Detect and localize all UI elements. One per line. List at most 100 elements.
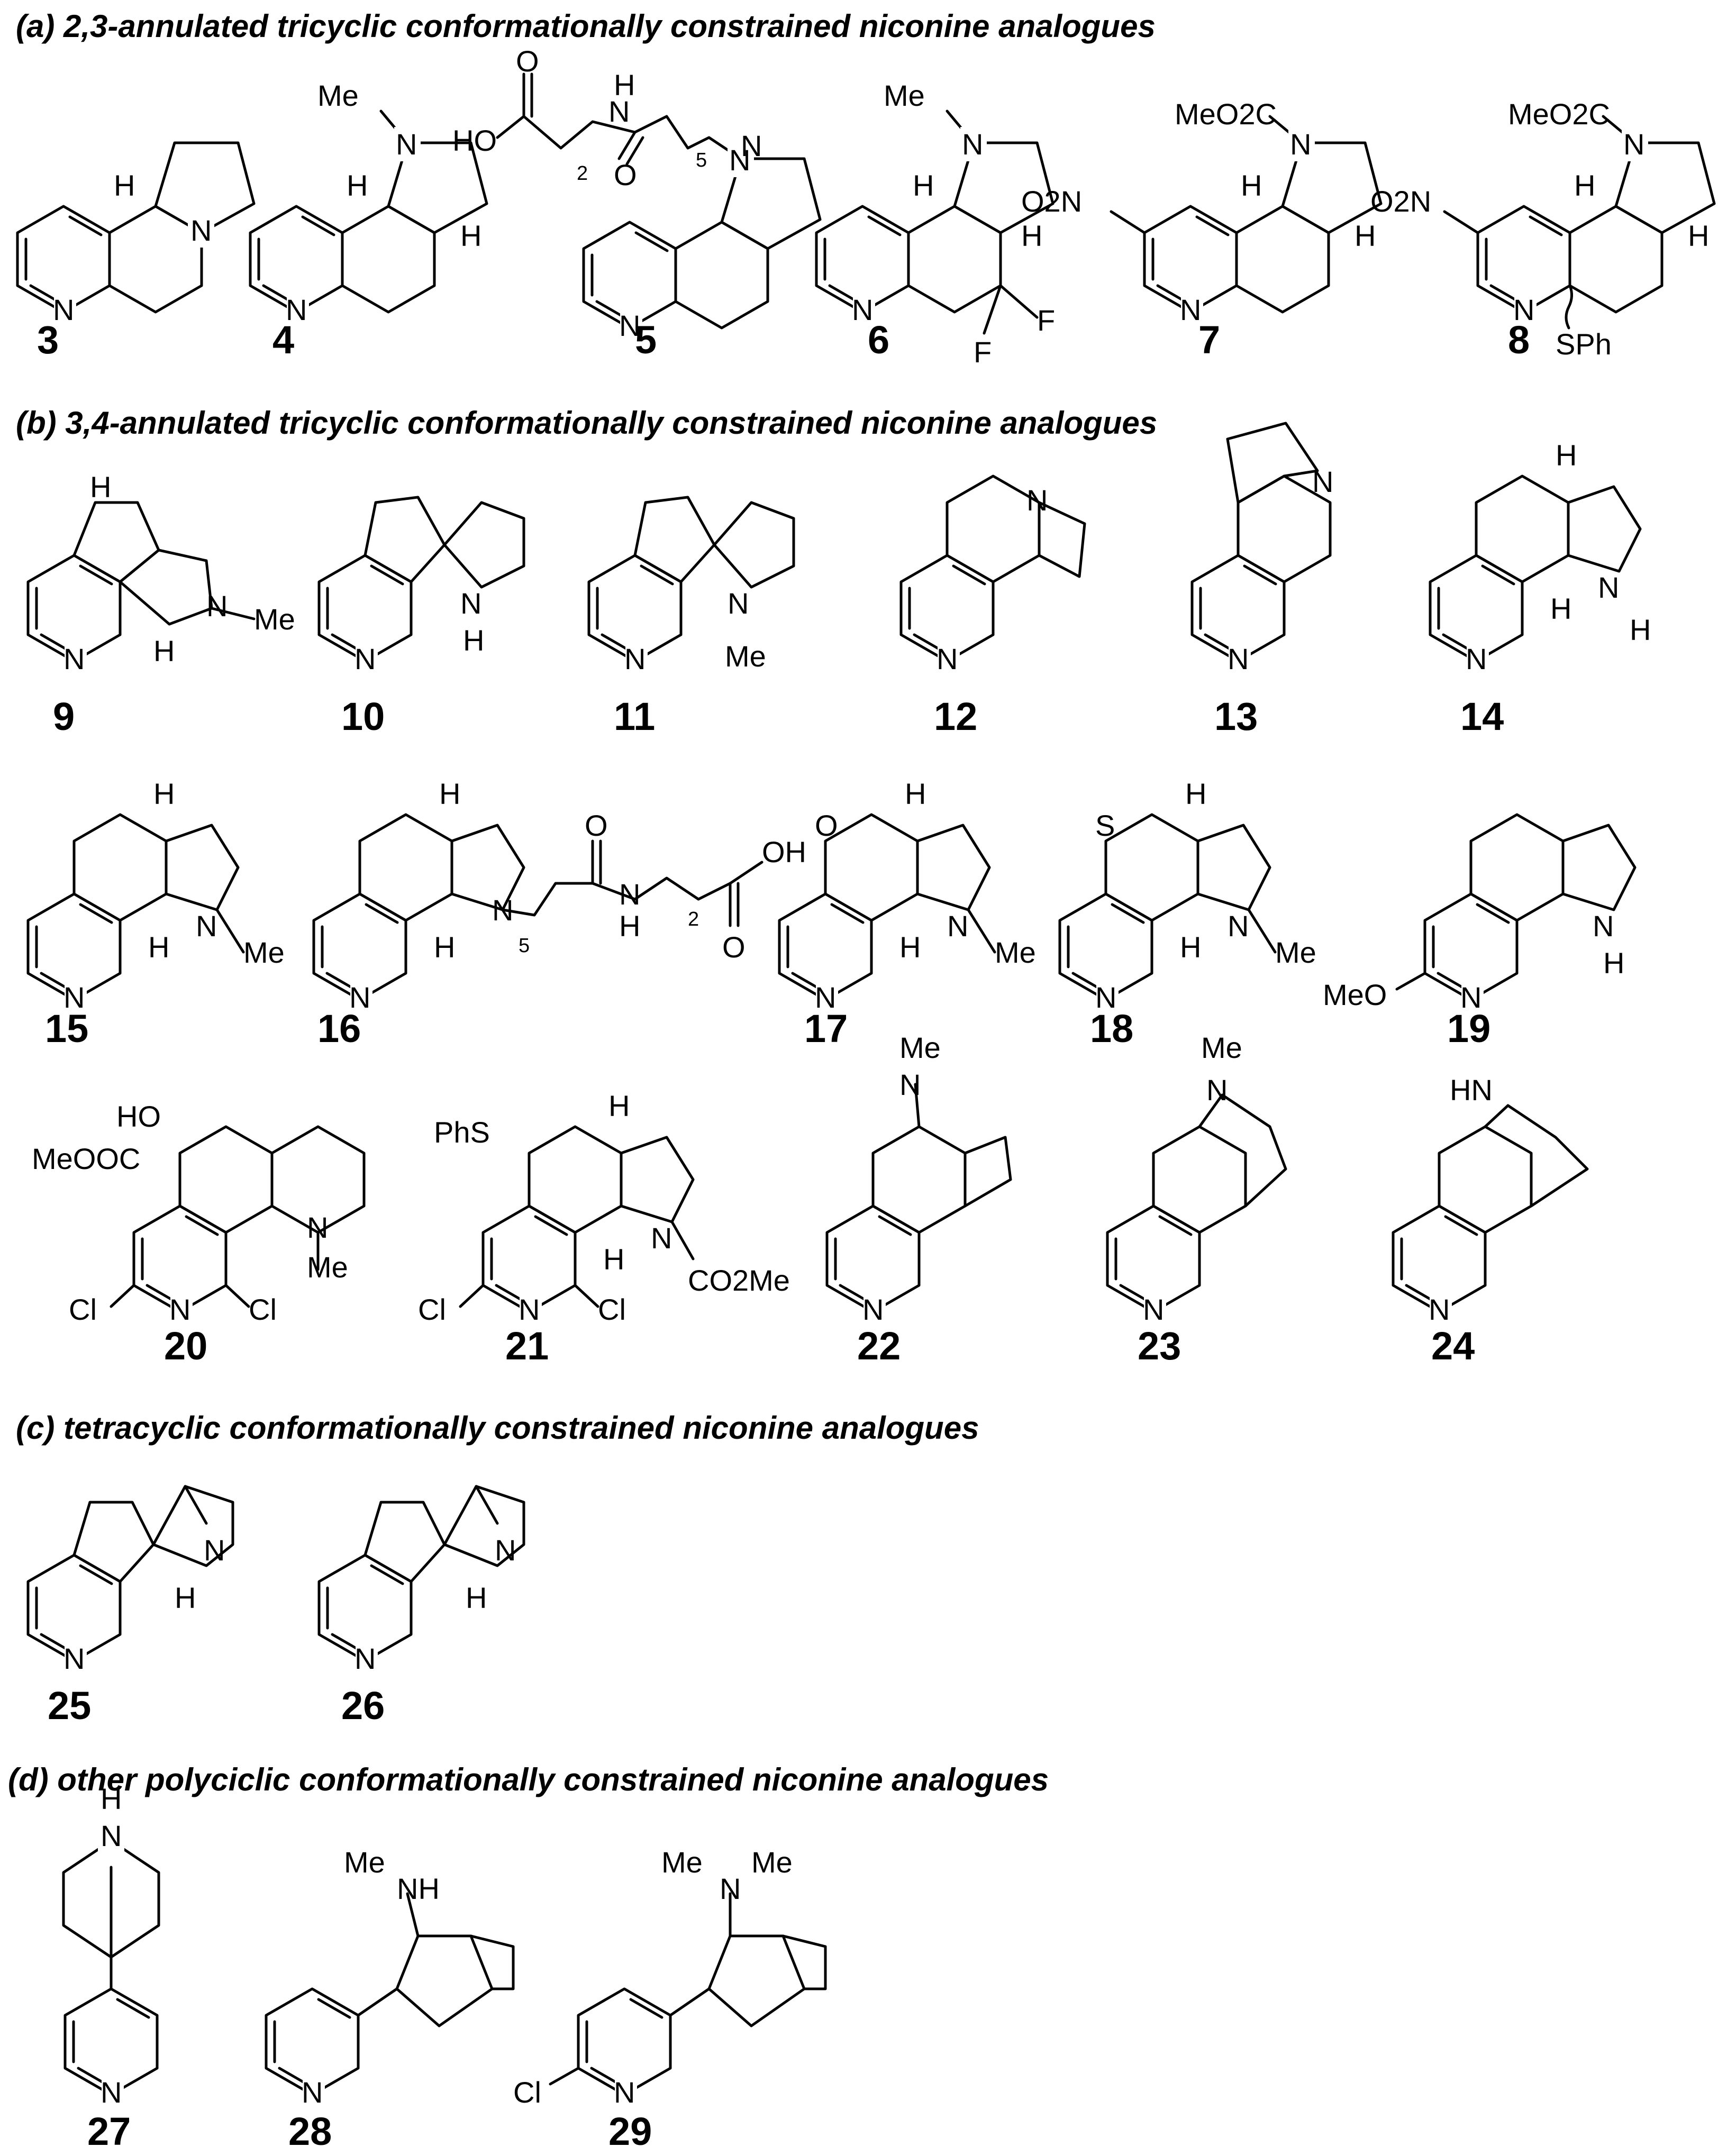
compound-number-15: 15 [45,1007,88,1050]
atom-label-h: H [148,930,169,964]
methyl-label: Me [344,1846,385,1879]
atom-label-h: H [1550,592,1571,625]
pyridine-n-label: N [286,293,307,326]
compound-8: MeO2C N O2N H H SPh N [1370,97,1716,361]
compound-16: H N H 5 O N H 2 OH O N [314,777,806,1014]
atom-label-h: H [460,219,481,252]
fluorine-label: F [1037,304,1055,337]
ester-label: CO2Me [688,1264,790,1297]
pyridine-n-label: N [63,981,85,1014]
pyridine-n-label: N [1466,642,1487,675]
methyl-label: Me [751,1846,793,1879]
atom-label-h: H [905,777,926,810]
compound-number-13: 13 [1214,695,1258,738]
methyl-label: Me [1275,936,1316,969]
pyridine-n-label: N [63,1642,85,1675]
atom-label-h: H [101,1782,122,1815]
amide-n-label: N [608,95,630,128]
atom-label-n: N [1290,127,1311,161]
compound-9: H N Me H N [28,470,295,675]
pyridine-n-label: N [862,1293,884,1326]
atom-label-n: N [729,143,750,177]
atom-label-h: H [347,169,368,202]
atom-label-h: H [1630,613,1651,646]
atom-label-h: H [466,1581,487,1614]
compound-13: N N [1192,422,1333,675]
ring-oxygen-label: O [815,809,838,842]
pyridine-n-label: N [169,1293,190,1326]
compound-17: O H N H Me N [779,777,1036,1014]
compound-6: Me N H H F F N [816,79,1055,369]
hydroxyl-label: OH [762,835,806,869]
compound-number-23: 23 [1138,1324,1181,1368]
atom-label-h: H [1180,930,1201,964]
ring-sulfur-label: S [1095,809,1115,842]
nitro-label: O2N [1021,185,1082,218]
compound-number-12: 12 [934,695,977,738]
atom-label-n: N [495,1533,516,1567]
atom-label-n: N [492,893,513,927]
compound-24: HN N [1393,1073,1589,1326]
thiophenyl-label: SPh [1556,327,1612,361]
compound-26: N H N [319,1485,525,1675]
pyridine-n-label: N [619,309,640,342]
atom-label-h: H [603,1243,624,1276]
atom-label-n: N [1593,909,1614,943]
amide-o-label: O [585,809,608,842]
chlorine-label: Cl [513,2076,541,2109]
pyridine-n-label: N [354,642,376,675]
compound-number-22: 22 [857,1324,901,1368]
atom-label-n: N [204,1533,225,1567]
atom-label-n: N [307,1211,328,1244]
pyridine-n-label: N [1095,981,1116,1014]
atom-label-h: H [90,470,111,504]
amine-label: N [720,1872,741,1905]
compound-number-5: 5 [635,318,657,362]
compound-11: N Me N [589,496,795,675]
atom-label-n: N [947,909,968,943]
methyl-label: Me [995,936,1036,969]
compound-15: H N H Me N [28,777,285,1014]
atom-label-h: H [1185,777,1206,810]
compound-number-7: 7 [1198,318,1220,362]
atom-label-h: H [1355,219,1376,252]
amide-h-label: H [614,68,635,102]
pyridine-n-label: N [1143,1293,1164,1326]
compound-5: N O HO 2 H N O 5 N N [452,44,822,342]
compound-28: Me NH N [266,1846,515,2109]
atom-label-n: N [962,127,983,161]
methyl-label: Me [884,79,925,112]
methyl-label: Me [307,1250,348,1284]
chain-subscript-2: 2 [577,162,588,185]
pyridine-n-label: N [349,981,370,1014]
compound-number-24: 24 [1431,1324,1475,1368]
pyridine-n-label: N [1460,981,1481,1014]
atom-label-h: H [1574,169,1595,202]
pyridine-n-label: N [614,2076,635,2109]
compound-12: N N [901,474,1086,675]
amine-label: NH [397,1872,440,1905]
chlorine-label: Cl [598,1293,626,1326]
atom-label-n: N [1026,483,1048,517]
atom-label-n: N [1623,127,1644,161]
pyridine-n-label: N [63,642,85,675]
atom-label-n: N [899,1068,921,1101]
atom-label-n: N [196,909,217,943]
methyl-label: Me [899,1031,941,1064]
atom-label-h: H [1241,169,1262,202]
nitro-label: O2N [1370,185,1431,218]
atom-label-n: N [101,1819,122,1852]
compound-20: HO MeOOC N Me Cl Cl N [32,1100,366,1326]
atom-label-n: N [396,127,417,161]
compound-23: N Me N [1107,1031,1287,1326]
chlorine-label: Cl [69,1293,97,1326]
atom-label-n: N [1312,465,1333,498]
atom-label-n: N [1206,1073,1228,1107]
pyridine-n-label: N [302,2076,323,2109]
section-heading-c: (c) tetracyclic conformationally constra… [16,1410,979,1446]
compound-21: PhS H N H CO2Me Cl Cl N [418,1089,790,1326]
compound-18: S H N H Me N [1060,777,1316,1014]
compound-number-20: 20 [164,1324,207,1368]
pyridine-n-label: N [624,642,646,675]
